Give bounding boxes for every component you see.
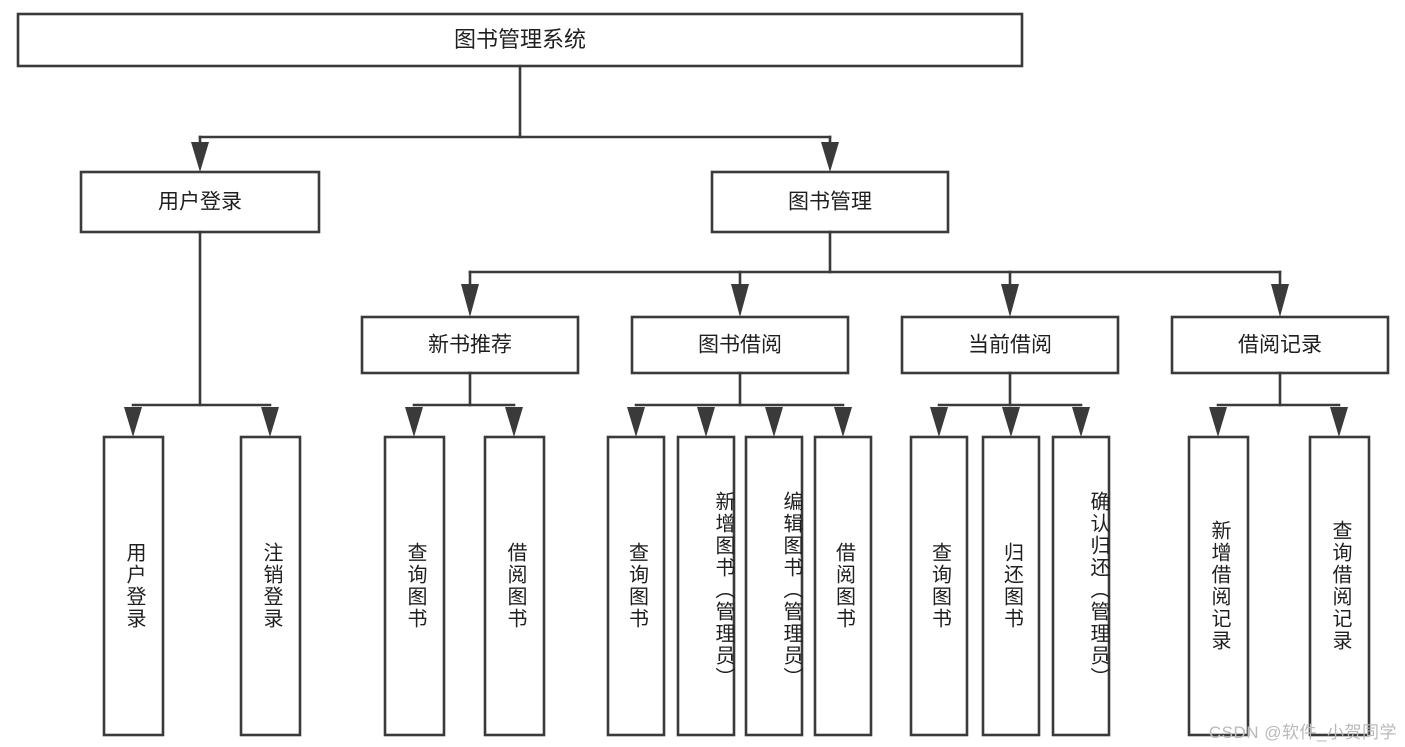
leaf-box-user-login-1[interactable] <box>102 435 165 737</box>
node-current-borrow[interactable] <box>900 315 1120 375</box>
node-root[interactable] <box>16 12 1024 68</box>
node-user-login-label: 用户登录 <box>158 191 242 214</box>
leaf-box-recommend-2[interactable] <box>483 435 546 737</box>
leaf-box-borrow-4[interactable] <box>813 435 873 737</box>
watermark-text: CSDN @软件_小贺同学 <box>1208 723 1397 742</box>
arrowhead-recommend-leaf-2 <box>505 407 523 437</box>
arrowhead-borrow-leaf-3 <box>765 407 783 437</box>
node-book-borrow-label: 图书借阅 <box>698 334 782 357</box>
leaf-box-borrow-2[interactable] <box>676 435 736 737</box>
node-new-book-recommend[interactable] <box>360 315 580 375</box>
arrowhead-borrow-leaf-4 <box>834 407 852 437</box>
leaf-box-user-login-2[interactable] <box>239 435 302 737</box>
node-current-borrow-label: 当前借阅 <box>968 334 1052 357</box>
leaf-box-recommend-1[interactable] <box>383 435 446 737</box>
node-root-label: 图书管理系统 <box>454 27 586 52</box>
arrowhead-new-book-recommend <box>461 284 479 317</box>
arrowhead-recommend-leaf-1 <box>405 407 423 437</box>
leaf-box-current-1[interactable] <box>909 435 969 737</box>
arrowhead-record-leaf-1 <box>1209 407 1227 437</box>
arrowhead-book-management <box>821 142 839 172</box>
arrowhead-current-borrow <box>1001 284 1019 317</box>
arrowhead-current-leaf-1 <box>930 407 948 437</box>
arrowhead-user-login <box>191 142 209 172</box>
leaf-box-borrow-3[interactable] <box>744 435 804 737</box>
arrowhead-user-login-leaf-2 <box>261 407 279 437</box>
leaf-box-record-1[interactable] <box>1187 435 1250 737</box>
leaf-box-record-2[interactable] <box>1308 435 1371 737</box>
node-new-book-recommend-label: 新书推荐 <box>428 334 512 357</box>
leaf-box-current-2[interactable] <box>981 435 1041 737</box>
arrowhead-borrow-record <box>1271 284 1289 317</box>
node-borrow-record-label: 借阅记录 <box>1238 334 1322 357</box>
arrowhead-current-leaf-2 <box>1002 407 1020 437</box>
arrowhead-user-login-leaf-1 <box>124 407 142 437</box>
node-book-management-label: 图书管理 <box>788 191 872 214</box>
arrowhead-book-borrow <box>731 284 749 317</box>
arrowhead-record-leaf-2 <box>1330 407 1348 437</box>
arrowhead-borrow-leaf-1 <box>627 407 645 437</box>
leaf-box-borrow-1[interactable] <box>606 435 666 737</box>
leaf-box-current-3[interactable] <box>1051 435 1111 737</box>
arrowhead-current-leaf-3 <box>1072 407 1090 437</box>
arrowhead-borrow-leaf-2 <box>697 407 715 437</box>
node-user-login[interactable] <box>79 170 321 234</box>
